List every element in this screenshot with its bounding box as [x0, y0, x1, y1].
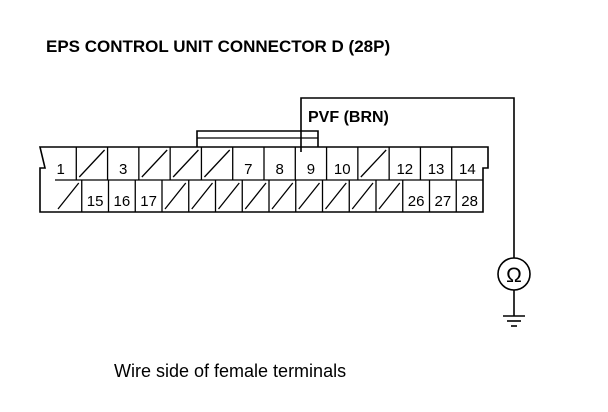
empty-cavity-slash	[78, 149, 106, 178]
empty-cavity-slash	[360, 149, 387, 178]
terminal-10: 10	[334, 161, 351, 178]
diagram-caption: Wire side of female terminals	[114, 361, 346, 381]
empty-cavity-slash	[351, 182, 374, 210]
terminal-9: 9	[307, 161, 315, 178]
meter-symbol: Ω	[506, 264, 522, 287]
empty-cavity-slash	[164, 182, 187, 210]
terminal-8: 8	[275, 161, 283, 178]
empty-cavity-slash	[324, 182, 347, 210]
connector-lock-tab	[196, 130, 319, 147]
empty-cavity-slash	[217, 182, 240, 210]
terminal-27: 27	[435, 193, 452, 210]
terminal-7: 7	[244, 161, 252, 178]
empty-cavity-slash	[378, 182, 401, 210]
empty-cavity-slash	[203, 149, 231, 178]
empty-cavity-slash	[191, 182, 214, 210]
terminal-1: 1	[56, 161, 64, 178]
terminal-12: 12	[396, 161, 413, 178]
terminal-16: 16	[114, 193, 131, 210]
terminal-17: 17	[140, 193, 157, 210]
terminal-14: 14	[459, 161, 476, 178]
terminal-13: 13	[428, 161, 445, 178]
empty-cavity-slash	[141, 149, 168, 178]
empty-cavity-slash	[172, 149, 199, 178]
empty-cavity-slash	[244, 182, 267, 210]
terminal-26: 26	[408, 193, 425, 210]
wire-label: PVF (BRN)	[308, 109, 389, 126]
probe-wire	[300, 97, 515, 258]
connector-outline	[38, 146, 489, 213]
terminal-15: 15	[87, 193, 104, 210]
diagram-title: EPS CONTROL UNIT CONNECTOR D (28P)	[46, 37, 390, 56]
empty-cavity-slash	[298, 182, 321, 210]
empty-cavity-slash	[271, 182, 294, 210]
empty-cavity-slash	[57, 182, 80, 210]
terminal-28: 28	[461, 193, 478, 210]
terminal-3: 3	[119, 161, 127, 178]
ohmmeter-icon: Ω	[497, 257, 531, 291]
ground-icon	[503, 315, 525, 327]
